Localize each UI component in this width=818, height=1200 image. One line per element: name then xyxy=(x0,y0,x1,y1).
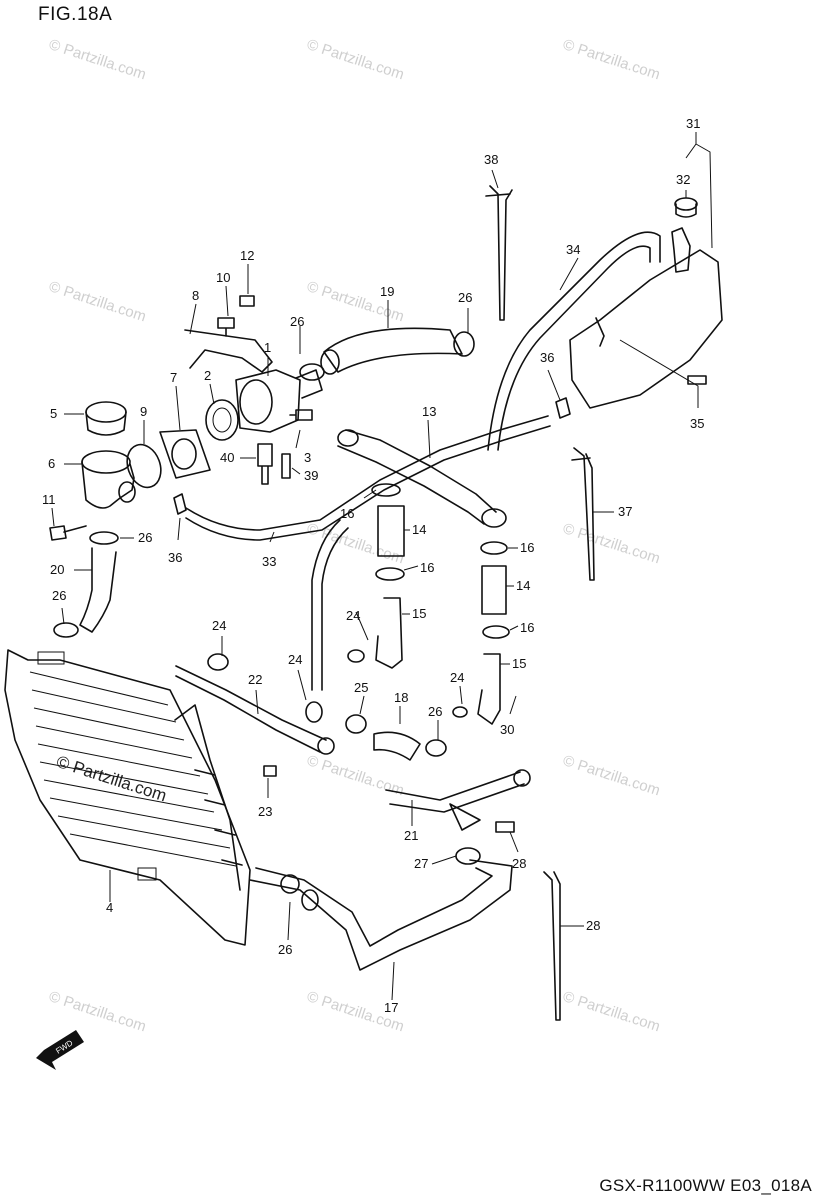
callout-37: 37 xyxy=(618,504,632,519)
callout-40: 40 xyxy=(220,450,234,465)
callout-21: 21 xyxy=(404,828,418,843)
pipe-22 xyxy=(175,653,335,777)
hose-34 xyxy=(487,231,661,451)
callout-17: 17 xyxy=(384,1000,398,1015)
callout-8: 8 xyxy=(192,288,199,303)
callout-16a: 16 xyxy=(340,506,354,521)
callout-9: 9 xyxy=(140,404,147,419)
callout-15a: 15 xyxy=(412,606,426,621)
callout-15b: 15 xyxy=(512,656,526,671)
band-38 xyxy=(485,185,513,321)
callout-labels: 1 2 3 4 5 6 7 8 9 10 11 12 13 14 14 15 1… xyxy=(42,116,704,1015)
figure-code: GSX-R1100WW E03_018A xyxy=(599,1176,812,1195)
hose-33 xyxy=(185,415,551,541)
pipe-21 xyxy=(385,769,531,833)
callout-24d: 24 xyxy=(450,670,464,685)
callout-34: 34 xyxy=(566,242,580,257)
callout-26a: 26 xyxy=(290,314,304,329)
callout-14a: 14 xyxy=(412,522,426,537)
callout-10: 10 xyxy=(216,270,230,285)
callout-36a: 36 xyxy=(168,550,182,565)
callout-6: 6 xyxy=(48,456,55,471)
hose-14-right xyxy=(452,541,510,725)
callout-30: 30 xyxy=(500,722,514,737)
thermostat-housing xyxy=(49,295,323,638)
fwd-arrow-icon: FWD xyxy=(36,1030,84,1070)
hose-13 xyxy=(337,429,507,528)
callout-38: 38 xyxy=(484,152,498,167)
callout-16b: 16 xyxy=(520,540,534,555)
callout-25: 25 xyxy=(354,680,368,695)
callout-13: 13 xyxy=(422,404,436,419)
callout-1: 1 xyxy=(264,340,271,355)
callout-24b: 24 xyxy=(288,652,302,667)
callout-18: 18 xyxy=(394,690,408,705)
callout-26f: 26 xyxy=(278,942,292,957)
callout-35: 35 xyxy=(690,416,704,431)
callout-20: 20 xyxy=(50,562,64,577)
callout-24c: 24 xyxy=(346,608,360,623)
callout-33: 33 xyxy=(262,554,276,569)
callout-28b: 28 xyxy=(512,856,526,871)
callout-3: 3 xyxy=(304,450,311,465)
callout-39: 39 xyxy=(304,468,318,483)
callout-26b: 26 xyxy=(458,290,472,305)
callout-31: 31 xyxy=(686,116,700,131)
callout-26e: 26 xyxy=(428,704,442,719)
callout-7: 7 xyxy=(170,370,177,385)
callout-19: 19 xyxy=(380,284,394,299)
callout-36b: 36 xyxy=(540,350,554,365)
figure-title: FIG.18A xyxy=(38,4,113,25)
callout-11: 11 xyxy=(42,492,56,507)
callout-24a: 24 xyxy=(212,618,226,633)
callout-22: 22 xyxy=(248,672,262,687)
callout-2: 2 xyxy=(204,368,211,383)
clip-36 xyxy=(173,397,571,515)
callout-32: 32 xyxy=(676,172,690,187)
callout-26d: 26 xyxy=(52,588,66,603)
callout-23: 23 xyxy=(258,804,272,819)
reservoir-tank xyxy=(569,197,723,409)
hose-19 xyxy=(299,327,475,381)
callout-5: 5 xyxy=(50,406,57,421)
callout-26c: 26 xyxy=(138,530,152,545)
callout-16d: 16 xyxy=(520,620,534,635)
leader-lines xyxy=(51,132,713,1001)
radiator xyxy=(4,649,251,946)
callout-16c: 16 xyxy=(420,560,434,575)
callout-12: 12 xyxy=(240,248,254,263)
band-28 xyxy=(543,871,561,1021)
band-37 xyxy=(571,447,595,581)
overflow-pipe xyxy=(311,519,349,691)
callout-4: 4 xyxy=(106,900,113,915)
callout-27: 27 xyxy=(414,856,428,871)
callout-28a: 28 xyxy=(586,918,600,933)
hose-14-left xyxy=(347,483,405,669)
hose-18 xyxy=(345,714,447,761)
callout-14b: 14 xyxy=(516,578,530,593)
